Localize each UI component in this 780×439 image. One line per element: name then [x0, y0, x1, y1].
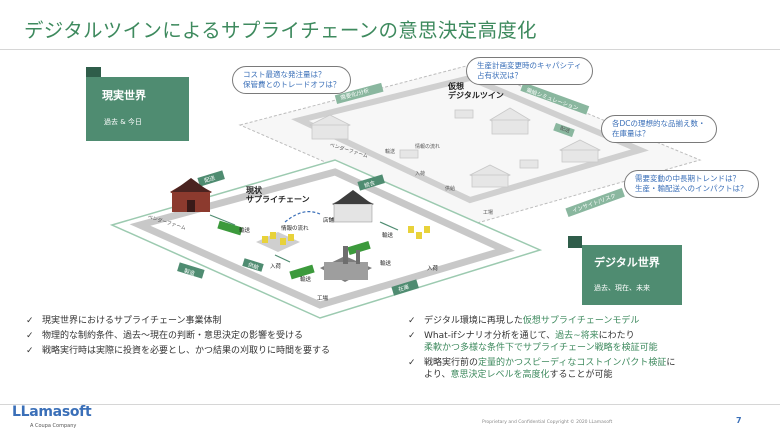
right-bullet: ✓ デジタル環境に再現した仮想サプライチェーンモデル [408, 316, 640, 326]
truck-icon [217, 220, 371, 280]
slide-title: デジタルツインによるサプライチェーンの意思決定高度化 [24, 19, 537, 42]
title-divider [0, 49, 780, 50]
check-icon: ✓ [408, 316, 416, 326]
inbound-label: 入荷 [270, 264, 282, 270]
current-sc-road [129, 168, 515, 309]
digital-world-tab [568, 236, 582, 248]
dt-inbound-label: 入荷 [415, 171, 426, 177]
footer-divider [0, 404, 780, 405]
check-icon: ✓ [26, 331, 34, 341]
shipping-label-4: 輸送 [380, 261, 392, 267]
left-bullet: ✓ 戦略実行時は実際に投資を必要とし、かつ結果の刈取りに時間を要する [26, 346, 331, 356]
info-flow-label: 情報の流れ [281, 226, 309, 232]
info-flow-dt-label: 情報の流れ [415, 144, 441, 150]
factory-label: 工場 [317, 296, 329, 302]
digital-world-title: デジタル世界 [594, 256, 660, 269]
virtual-dt-label: 仮想デジタルツイン [448, 82, 504, 100]
question-bubble-demand: 需要変動の中長期トレンドは？生産・輸配送へのインパクトは？ [624, 170, 759, 198]
check-icon: ✓ [408, 358, 416, 368]
flow-arrows [209, 214, 399, 263]
digital-twin-tags [334, 82, 625, 217]
company-logo-subtitle: A Coupa Company [30, 423, 77, 429]
barn-icon [170, 178, 212, 212]
check-icon: ✓ [26, 346, 34, 356]
inbound-label-2: 入荷 [427, 266, 439, 272]
dt-supply-label: 供給 [445, 186, 456, 192]
question-bubble-assortment: 各DCの理想的な品揃え数・在庫量は？ [601, 115, 717, 143]
left-bullet-list: ✓ 現実世界におけるサプライチェーン事業体制 ✓ 物理的な制約条件、過去～現在の… [26, 315, 381, 360]
real-world-subtitle: 過去 & 今日 [104, 118, 142, 126]
digital-twin-buildings [309, 107, 601, 188]
digital-world-panel: デジタル世界 過去、現在、未来 [582, 245, 682, 305]
digital-twin-road [291, 74, 649, 204]
store-icon [332, 190, 374, 223]
factory-icon [320, 246, 372, 282]
question-bubble-order: コスト最適な発注量は？保管費とのトレードオフは？ [232, 66, 352, 94]
dt-shipping-label: 輸送 [385, 149, 396, 155]
left-bullet: ✓ 現実世界におけるサプライチェーン事業体制 [26, 316, 222, 326]
current-sc-label: 現状サプライチェーン [246, 186, 310, 204]
right-bullet-list: ✓ デジタル環境に再現した仮想サプライチェーンモデル ✓ What-ifシナリオ… [408, 315, 773, 384]
shipping-label-2: 輸送 [300, 277, 312, 283]
right-bullet: ✓ What-ifシナリオ分析を通じて、過去~将来にわたり 柔軟かつ多様な条件下… [408, 331, 658, 353]
check-icon: ✓ [26, 316, 34, 326]
real-world-title: 現実世界 [102, 89, 146, 102]
shipping-label: 輸送 [239, 228, 251, 234]
current-sc-platform [109, 159, 543, 319]
warehouse-icon [256, 226, 430, 252]
check-icon: ✓ [408, 331, 416, 341]
company-logo: LLamasoft [12, 404, 92, 420]
real-world-tab [86, 67, 101, 79]
current-sc-tags [177, 170, 419, 296]
digital-world-subtitle: 過去、現在、未来 [594, 284, 650, 292]
question-bubble-capacity: 生産計画変更時のキャパシティ占有状況は？ [466, 57, 593, 85]
store-label: 店舗 [323, 218, 335, 224]
real-world-panel: 現実世界 過去 & 今日 [86, 77, 189, 141]
right-bullet: ✓ 戦略実行前の定量的かつスピーディなコストインパクト検証に より、意思決定レベ… [408, 358, 676, 380]
shipping-label-3: 輸送 [382, 233, 394, 239]
left-bullet: ✓ 物理的な制約条件、過去～現在の判断・意思決定の影響を受ける [26, 331, 304, 341]
info-flow-arrow [284, 211, 321, 223]
copyright-note: Proprietary and Confidential Copyright ©… [482, 420, 613, 425]
dt-factory-label: 工場 [483, 210, 494, 216]
page-number: 7 [736, 416, 742, 425]
